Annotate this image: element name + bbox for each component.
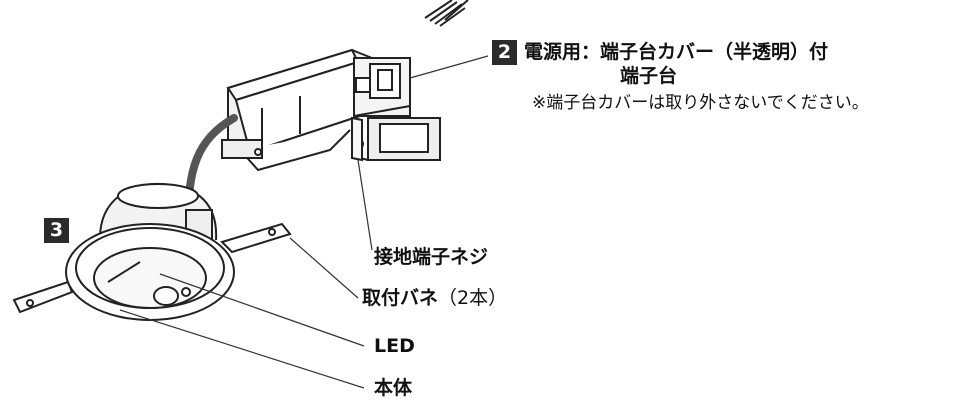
power-supply-box xyxy=(221,48,374,172)
mounting-spring-left xyxy=(12,280,74,314)
label-ground-screw: 接地端子ネジ xyxy=(374,246,489,268)
label-body: 本体 xyxy=(374,377,413,399)
wire-strands xyxy=(424,0,469,27)
step-2-note: ※端子台カバーは取り外さないでください。 xyxy=(532,93,869,113)
step-3-badge: 3 xyxy=(44,218,69,243)
label-mounting-spring-count: （2本） xyxy=(438,287,508,309)
label-mounting-spring-name: 取付バネ xyxy=(362,287,439,309)
mounting-spring-right xyxy=(220,222,292,254)
terminal-block-with-cover xyxy=(353,57,411,117)
step-2-title: 電源用：端子台カバー（半透明）付 xyxy=(524,41,829,63)
step-2-badge: 2 xyxy=(492,40,517,65)
downlight-body xyxy=(12,182,292,321)
step-2-title-line2: 端子台 xyxy=(620,65,678,87)
terminal-block-lower xyxy=(351,116,441,162)
label-mounting-spring: 取付バネ（2本） xyxy=(362,286,507,310)
label-led: LED xyxy=(374,335,415,357)
leader-lines xyxy=(119,55,489,389)
